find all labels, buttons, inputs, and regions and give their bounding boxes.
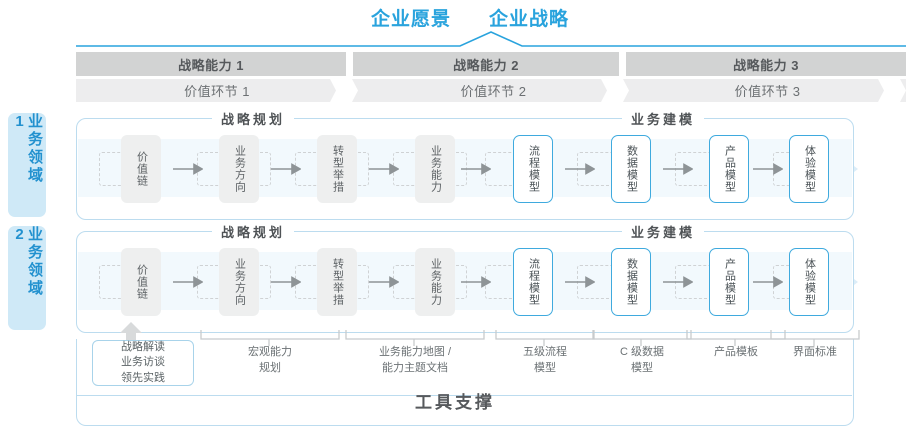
capability-cell-1[interactable]: 战略能力 1 <box>76 52 346 76</box>
node-modeling-1-label: 流程模型 <box>527 145 540 193</box>
flow-arrow-2-5 <box>565 275 596 288</box>
node-modeling-1-row2[interactable]: 流程模型 <box>513 248 553 316</box>
flow-arrow-1-5 <box>565 162 596 175</box>
business-domain-lane-1: 价值链 业务方向 转型举措 业务能力 流程模型 数据模型 产品模型 体验模型 <box>76 118 854 220</box>
value-stage-row: 价值环节 1 价值环节 2 价值环节 3 <box>76 79 906 102</box>
vision-connector-line <box>76 30 906 52</box>
node-modeling-4-row2-label: 体验模型 <box>803 258 816 306</box>
capability-cell-2[interactable]: 战略能力 2 <box>353 52 619 76</box>
value-stage-chevron-2 <box>601 79 629 102</box>
section-caption-planning-2: 战略规划 <box>212 223 295 240</box>
node-modeling-3-label: 产品模型 <box>723 145 736 193</box>
node-modeling-3-row2[interactable]: 产品模型 <box>709 248 749 316</box>
flow-arrow-2-4 <box>461 275 492 288</box>
tool-label-2: 业务能力地图 / 能力主题文档 <box>378 346 452 374</box>
node-modeling-2-row2-label: 数据模型 <box>625 258 638 306</box>
node-planning-4-row2[interactable]: 业务能力 <box>415 248 455 316</box>
node-modeling-2[interactable]: 数据模型 <box>611 135 651 203</box>
domain-tag-2-label: 业务领域 2 <box>11 226 43 298</box>
flow-arrow-1-1 <box>173 162 204 175</box>
node-modeling-3-row2-label: 产品模型 <box>723 258 736 306</box>
value-stage-chevron-1 <box>330 79 358 102</box>
node-modeling-4-row2[interactable]: 体验模型 <box>789 248 829 316</box>
node-planning-4-label: 业务能力 <box>429 145 442 193</box>
node-planning-4[interactable]: 业务能力 <box>415 135 455 203</box>
tool-bracket-2 <box>345 330 485 351</box>
node-modeling-3[interactable]: 产品模型 <box>709 135 749 203</box>
section-caption-modeling-1: 业务建模 <box>622 110 705 127</box>
tool-bracket-1 <box>200 330 340 351</box>
flow-arrow-2-6 <box>663 275 694 288</box>
value-stage-cell-1[interactable]: 价值环节 1 <box>76 79 358 102</box>
vision-header: 企业愿景 企业战略 <box>0 4 910 34</box>
capability-bar-row: 战略能力 1 战略能力 2 战略能力 3 <box>76 52 906 76</box>
tool-label-4: C 级数据 模型 <box>620 346 664 374</box>
node-planning-3-row2-label: 转型举措 <box>331 258 344 306</box>
domain-tag-1-label: 业务领域 1 <box>11 113 43 185</box>
section-caption-planning-1: 战略规划 <box>212 110 295 127</box>
tool-support-title: 工具支撑 <box>415 393 495 412</box>
flow-arrow-2-7 <box>753 275 784 288</box>
node-planning-3-label: 转型举措 <box>331 145 344 193</box>
node-planning-1-row2-label: 价值链 <box>135 264 148 300</box>
node-planning-1-label: 价值链 <box>135 151 148 187</box>
node-planning-4-row2-label: 业务能力 <box>429 258 442 306</box>
node-planning-1[interactable]: 价值链 <box>121 135 161 203</box>
value-stage-chevron-3 <box>878 79 906 102</box>
enterprise-strategy-title: 企业战略 <box>489 9 570 30</box>
node-modeling-1[interactable]: 流程模型 <box>513 135 553 203</box>
value-stage-cell-3[interactable]: 价值环节 3 <box>629 79 906 102</box>
node-modeling-4[interactable]: 体验模型 <box>789 135 829 203</box>
node-planning-2-row2[interactable]: 业务方向 <box>219 248 259 316</box>
section-caption-modeling-2: 业务建模 <box>622 223 705 240</box>
flow-arrow-1-6 <box>663 162 694 175</box>
business-domain-lane-2: 价值链 业务方向 转型举措 业务能力 流程模型 数据模型 产品模型 体验模型 <box>76 231 854 333</box>
tool-label-3: 五级流程 模型 <box>523 346 567 374</box>
node-planning-1-row2[interactable]: 价值链 <box>121 248 161 316</box>
value-stage-cell-2[interactable]: 价值环节 2 <box>358 79 629 102</box>
node-planning-2[interactable]: 业务方向 <box>219 135 259 203</box>
flow-arrow-1-4 <box>461 162 492 175</box>
enterprise-vision-title: 企业愿景 <box>371 9 452 30</box>
tool-label-6: 界面标准 <box>793 346 837 358</box>
tool-bracket-6 <box>770 330 860 351</box>
capability-cell-3[interactable]: 战略能力 3 <box>626 52 906 76</box>
tool-chip-strategy-inputs[interactable]: 战略解读 业务访谈 领先实践 <box>92 340 194 386</box>
node-modeling-2-label: 数据模型 <box>625 145 638 193</box>
tool-support-divider <box>76 395 852 396</box>
tool-up-arrow-icon <box>118 322 144 342</box>
node-modeling-2-row2[interactable]: 数据模型 <box>611 248 651 316</box>
domain-tag-1[interactable]: 业务领域 1 <box>8 113 46 217</box>
node-planning-2-label: 业务方向 <box>233 145 246 193</box>
flow-arrow-1-2 <box>271 162 302 175</box>
node-planning-3-row2[interactable]: 转型举措 <box>317 248 357 316</box>
flow-arrow-2-2 <box>271 275 302 288</box>
tool-support-panel <box>76 339 854 426</box>
node-modeling-1-row2-label: 流程模型 <box>527 258 540 306</box>
flow-arrow-2-1 <box>173 275 204 288</box>
node-planning-3[interactable]: 转型举措 <box>317 135 357 203</box>
domain-tag-2[interactable]: 业务领域 2 <box>8 226 46 330</box>
tool-label-1: 宏观能力 规划 <box>248 346 292 374</box>
flow-arrow-1-3 <box>369 162 400 175</box>
flow-arrow-1-7 <box>753 162 784 175</box>
tool-label-5: 产品模板 <box>714 346 758 358</box>
node-modeling-4-label: 体验模型 <box>803 145 816 193</box>
flow-arrow-2-3 <box>369 275 400 288</box>
node-planning-2-row2-label: 业务方向 <box>233 258 246 306</box>
